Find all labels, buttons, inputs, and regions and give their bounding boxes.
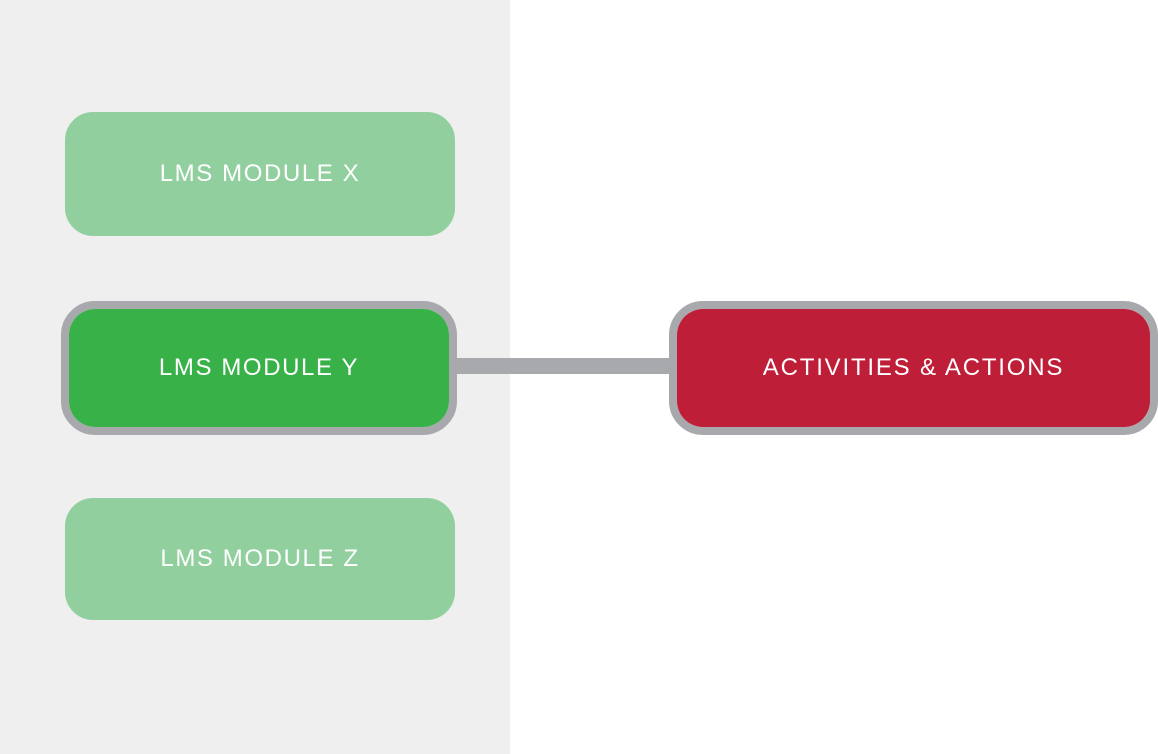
node-activities-and-actions-label: ACTIVITIES & ACTIONS	[762, 354, 1065, 381]
node-lms-module-y[interactable]: LMS MODULE Y	[61, 301, 457, 435]
edge-module-y-to-activities[interactable]	[452, 358, 680, 374]
node-activities-and-actions[interactable]: ACTIVITIES & ACTIONS	[669, 301, 1158, 435]
node-lms-module-x-label: LMS MODULE X	[159, 160, 361, 187]
node-activities-and-actions-body: ACTIVITIES & ACTIONS	[677, 309, 1150, 427]
node-lms-module-x[interactable]: LMS MODULE X	[65, 112, 455, 236]
node-lms-module-y-label: LMS MODULE Y	[158, 354, 360, 381]
node-lms-module-z-label: LMS MODULE Z	[160, 545, 360, 572]
node-lms-module-y-body: LMS MODULE Y	[69, 309, 449, 427]
node-lms-module-z[interactable]: LMS MODULE Z	[65, 498, 455, 620]
